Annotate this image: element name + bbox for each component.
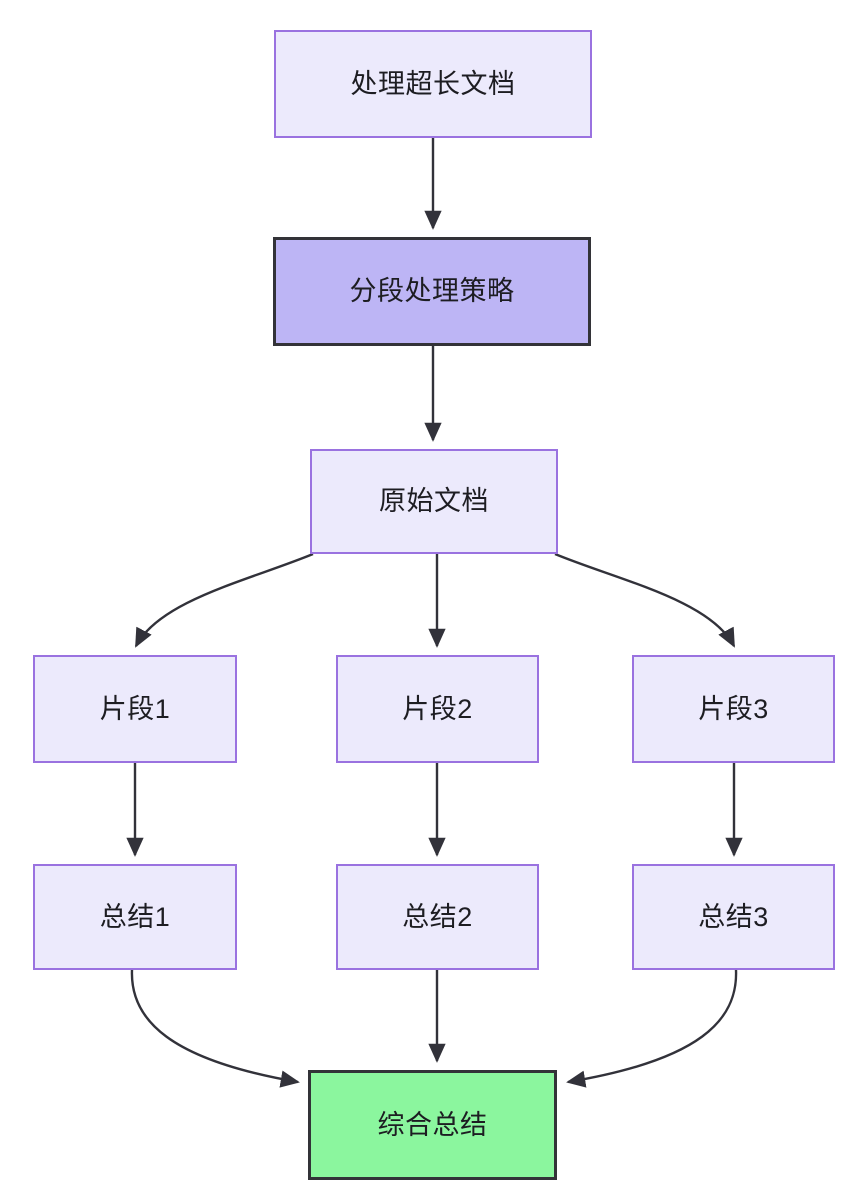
node-original-document[interactable]: 原始文档 (310, 449, 558, 554)
edge-n3-n4 (134, 552, 314, 648)
node-summary-2[interactable]: 总结2 (336, 864, 539, 970)
node-process-long-document[interactable]: 处理超长文档 (274, 30, 592, 138)
node-fragment-3[interactable]: 片段3 (632, 655, 835, 763)
node-label: 总结1 (99, 901, 171, 932)
node-label: 综合总结 (377, 1109, 488, 1140)
node-label: 片段2 (402, 693, 473, 724)
node-summary-1[interactable]: 总结1 (33, 864, 237, 970)
node-summary-3[interactable]: 总结3 (632, 864, 835, 970)
node-label: 处理超长文档 (350, 68, 516, 99)
node-label: 片段3 (698, 693, 769, 724)
edge-n9-n10 (566, 969, 738, 1088)
node-label: 分段处理策略 (349, 276, 515, 307)
node-label: 片段1 (99, 693, 171, 724)
node-label: 总结2 (402, 901, 473, 932)
edge-n7-n10 (130, 969, 300, 1088)
node-fragment-1[interactable]: 片段1 (33, 655, 237, 763)
node-chunking-strategy[interactable]: 分段处理策略 (273, 237, 591, 346)
node-final-summary[interactable]: 综合总结 (308, 1070, 557, 1180)
node-label: 原始文档 (379, 486, 489, 517)
node-fragment-2[interactable]: 片段2 (336, 655, 539, 763)
node-label: 总结3 (698, 901, 769, 932)
edge-n3-n6 (554, 552, 736, 648)
